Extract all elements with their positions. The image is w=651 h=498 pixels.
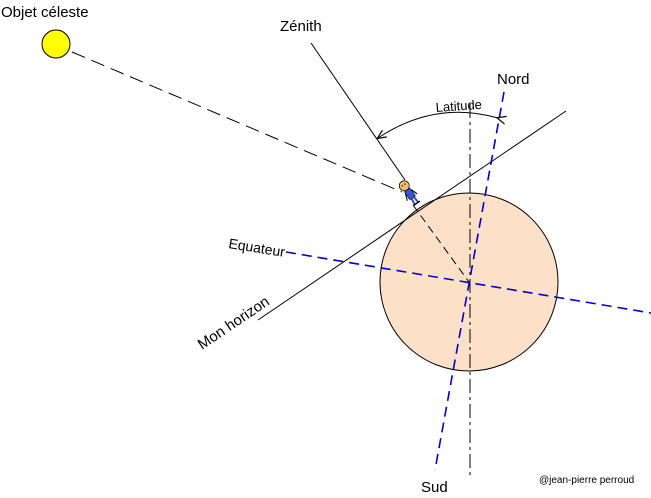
latitude-arc	[378, 111, 498, 138]
equator-label: Equateur	[228, 235, 287, 260]
zenith-label: Zénith	[280, 18, 322, 35]
south-label: Sud	[421, 479, 448, 496]
sun-icon	[41, 29, 71, 59]
horizon-line	[257, 110, 567, 321]
celestial-object-label: Objet céleste	[1, 4, 89, 21]
zenith-line	[310, 42, 406, 181]
latitude-label: Latitude	[435, 97, 482, 115]
radius-line	[412, 204, 470, 283]
person-icon	[398, 180, 421, 207]
sight-line	[71, 51, 403, 193]
polar-axis-line	[434, 91, 505, 471]
credit-label: @jean-pierre perroud	[539, 475, 634, 486]
north-label: Nord	[497, 71, 530, 88]
horizon-label: Mon horizon	[195, 293, 273, 353]
equator-line	[285, 251, 651, 314]
